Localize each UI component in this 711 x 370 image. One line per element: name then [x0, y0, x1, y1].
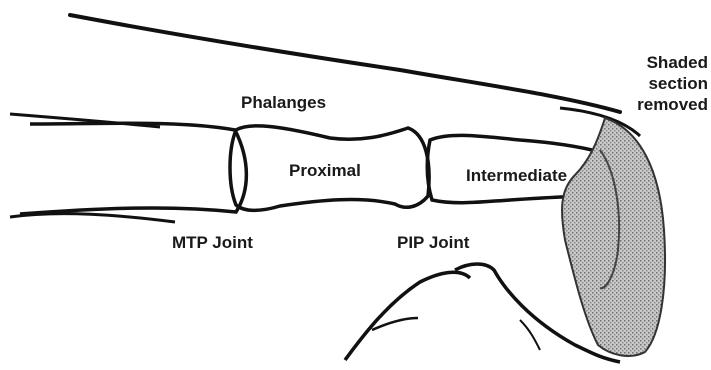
foot-sole-curve [345, 272, 470, 360]
label-shaded-section-removed: Shaded section removed [632, 52, 708, 115]
label-proximal: Proximal [289, 162, 361, 179]
metatarsal-bone [20, 123, 246, 214]
soft-tissue-line-lower [10, 214, 175, 222]
toe-dorsal-outline [70, 15, 620, 112]
crease-mark-2 [520, 320, 540, 350]
label-mtp-joint: MTP Joint [172, 234, 253, 251]
shaded-section-removed [562, 118, 665, 356]
label-intermediate: Intermediate [466, 167, 567, 184]
label-phalanges: Phalanges [241, 94, 326, 111]
label-pip-joint: PIP Joint [397, 234, 469, 251]
